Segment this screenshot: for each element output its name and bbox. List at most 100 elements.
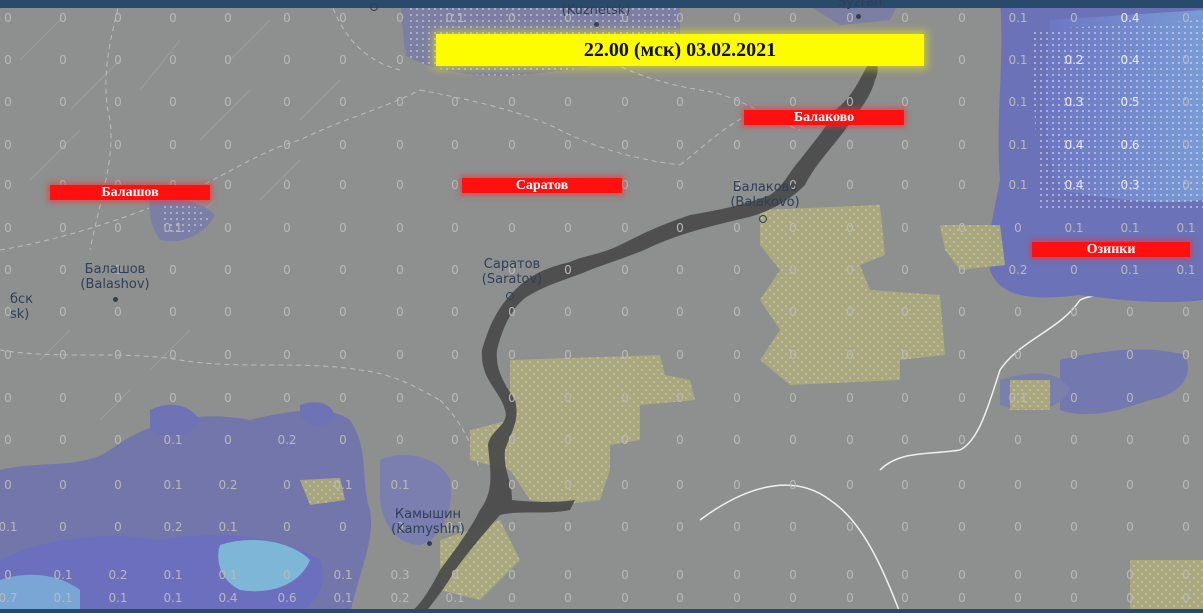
- grid-value: 0: [846, 591, 854, 605]
- grid-value: 0: [901, 263, 909, 277]
- grid-value: 0: [1126, 348, 1134, 362]
- grid-value: 0.1: [1064, 221, 1084, 235]
- grid-value: 0: [451, 221, 459, 235]
- grid-value: 0: [396, 11, 404, 25]
- grid-value: 0: [283, 305, 291, 319]
- grid-value: 0: [789, 520, 797, 534]
- grid-value: 0: [169, 11, 177, 25]
- city-saratov-name-ru: Саратов: [483, 257, 541, 272]
- grid-value: 0: [564, 433, 572, 447]
- grid-value: 0: [508, 591, 516, 605]
- grid-value: 0: [169, 305, 177, 319]
- grid-value: 0: [283, 478, 291, 492]
- grid-value: 0: [508, 478, 516, 492]
- grid-value: 0: [224, 53, 232, 67]
- grid-value: 0: [676, 221, 684, 235]
- grid-value: 0: [1182, 305, 1190, 319]
- grid-value: 0: [396, 138, 404, 152]
- grid-value: 0: [451, 478, 459, 492]
- grid-value: 0: [1070, 263, 1078, 277]
- grid-value: 0: [733, 591, 741, 605]
- grid-value: 0: [958, 478, 966, 492]
- grid-value: 0: [846, 178, 854, 192]
- grid-value: 0: [114, 263, 122, 277]
- grid-value: 0: [1126, 305, 1134, 319]
- city-kamyshin-name-en: (Kamyshin): [391, 522, 465, 537]
- grid-value: 0: [733, 478, 741, 492]
- grid-value: 0: [224, 263, 232, 277]
- grid-value: 0: [339, 305, 347, 319]
- grid-value: 0: [621, 348, 629, 362]
- grid-value: 0: [564, 263, 572, 277]
- city-edge-name-ru: бск: [10, 292, 34, 307]
- grid-value: 0: [1182, 53, 1190, 67]
- city-balakovo-label: Балаково (Balakovo): [730, 180, 799, 210]
- grid-value: 0: [789, 221, 797, 235]
- grid-value: 0: [339, 138, 347, 152]
- grid-value: 0: [789, 138, 797, 152]
- grid-value: 0: [114, 433, 122, 447]
- grid-value: 0: [1070, 478, 1078, 492]
- grid-value: 0.3: [1064, 95, 1084, 109]
- grid-value: 0: [1014, 568, 1022, 582]
- grid-value: 0: [224, 305, 232, 319]
- grid-value: 0: [283, 95, 291, 109]
- grid-value: 0: [508, 138, 516, 152]
- grid-value: 0: [59, 478, 67, 492]
- city-balakovo-name-en: (Balakovo): [730, 195, 800, 210]
- grid-value: 0: [224, 178, 232, 192]
- grid-value: 0: [958, 433, 966, 447]
- grid-value: 0.1: [333, 591, 353, 605]
- grid-value: 0.1: [1008, 178, 1028, 192]
- grid-value: 0: [508, 305, 516, 319]
- grid-value: 0: [508, 11, 516, 25]
- grid-value: 0: [114, 520, 122, 534]
- grid-value: 0: [4, 53, 12, 67]
- city-balakovo-marker: [759, 215, 767, 223]
- grid-value: 0: [59, 11, 67, 25]
- grid-value: 0.1: [218, 520, 238, 534]
- grid-value: 0: [4, 263, 12, 277]
- grid-value: 0: [4, 178, 12, 192]
- grid-value: 0: [1070, 433, 1078, 447]
- grid-value: 0: [451, 305, 459, 319]
- grid-value: 0: [958, 221, 966, 235]
- grid-value: 0: [339, 53, 347, 67]
- grid-value: 0: [621, 520, 629, 534]
- grid-value: 0: [846, 95, 854, 109]
- grid-value: 0: [451, 178, 459, 192]
- grid-value: 0: [1182, 138, 1190, 152]
- grid-value: 0: [621, 95, 629, 109]
- label-saratov: Саратов: [462, 178, 622, 193]
- snow-patches: [300, 205, 1203, 613]
- grid-value: 0: [224, 391, 232, 405]
- grid-value: 0: [676, 520, 684, 534]
- grid-value: 0: [621, 568, 629, 582]
- grid-value: 0.4: [1120, 53, 1140, 67]
- grid-value: 0.2: [1008, 263, 1028, 277]
- grid-value: 0.2: [163, 520, 183, 534]
- grid-value: 0: [59, 391, 67, 405]
- grid-value: 0: [564, 305, 572, 319]
- grid-value: 0: [789, 263, 797, 277]
- grid-value: 0: [621, 433, 629, 447]
- city-balashov-name-en: (Balashov): [80, 277, 150, 292]
- grid-value: 0: [339, 263, 347, 277]
- grid-value: 0: [1070, 11, 1078, 25]
- city-kamyshin-label: Камышин (Kamyshin): [391, 507, 465, 537]
- grid-value: 0.3: [390, 568, 410, 582]
- grid-value: 0.2: [108, 568, 128, 582]
- grid-value: 0: [59, 263, 67, 277]
- grid-value: 0.1: [333, 568, 353, 582]
- grid-value: 0: [733, 305, 741, 319]
- grid-value: 0: [114, 305, 122, 319]
- grid-value: 0: [733, 391, 741, 405]
- grid-value: 0: [958, 138, 966, 152]
- grid-value: 0.1: [163, 568, 183, 582]
- label-ozinki: Озинки: [1032, 242, 1190, 257]
- grid-value: 0: [901, 478, 909, 492]
- grid-value: 0: [114, 221, 122, 235]
- grid-value: 0: [958, 348, 966, 362]
- grid-value: 0: [1014, 221, 1022, 235]
